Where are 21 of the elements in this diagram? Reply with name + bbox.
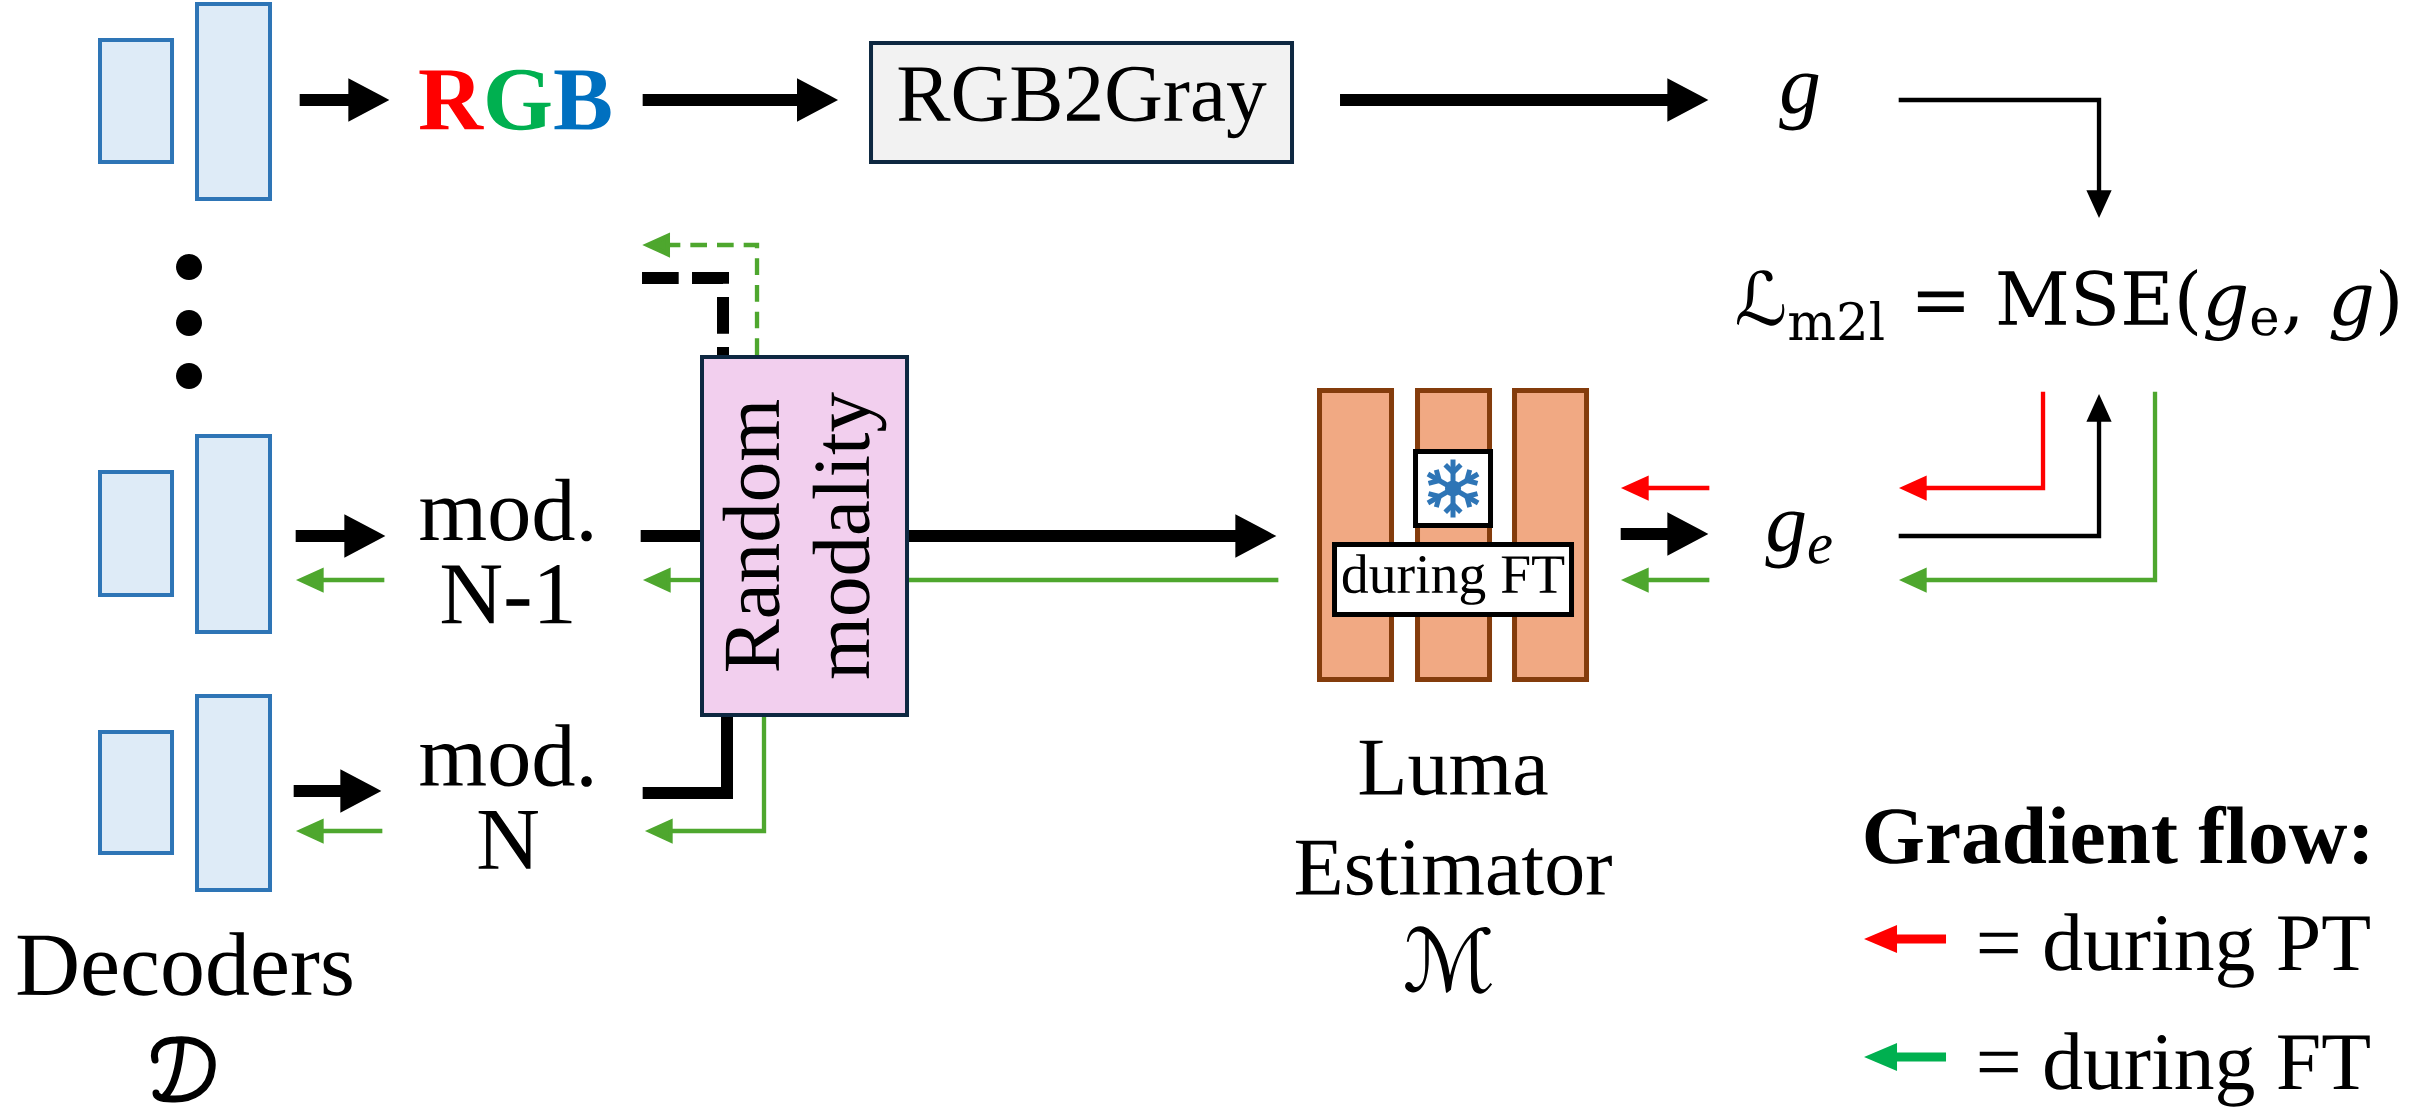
math-symbol: g: [1779, 73, 1819, 131]
layer-blocks: [98, 434, 272, 634]
block-label: Luma Estimator: [1295, 740, 1612, 896]
process-box: Random modality: [700, 355, 909, 717]
connector-line: [640, 530, 700, 542]
math-symbol: g$_{e}$: [1765, 511, 1832, 569]
text-label: RGB: [419, 69, 611, 131]
layer-blocks: [98, 694, 272, 892]
process-box: RGB2Gray: [869, 41, 1294, 164]
dashed-connector-line: [642, 272, 729, 355]
tag-box: during FT: [1332, 542, 1574, 617]
connector-line: [909, 577, 1279, 583]
legend-text: = during FT: [1979, 1032, 2370, 1107]
connector-line: [642, 717, 733, 799]
legend-text: = during PT: [1979, 913, 2370, 988]
formula: ℒ$_{m2l}$ = MSE(g$_{e}$, g): [1737, 269, 2398, 342]
text-label: mod. N-1: [420, 478, 592, 624]
layer-blocks: [98, 2, 272, 201]
math-symbol: ℳ: [1405, 926, 1493, 994]
legend-title: Gradient flow:: [1865, 805, 2368, 865]
text-label: mod. N: [420, 724, 592, 869]
